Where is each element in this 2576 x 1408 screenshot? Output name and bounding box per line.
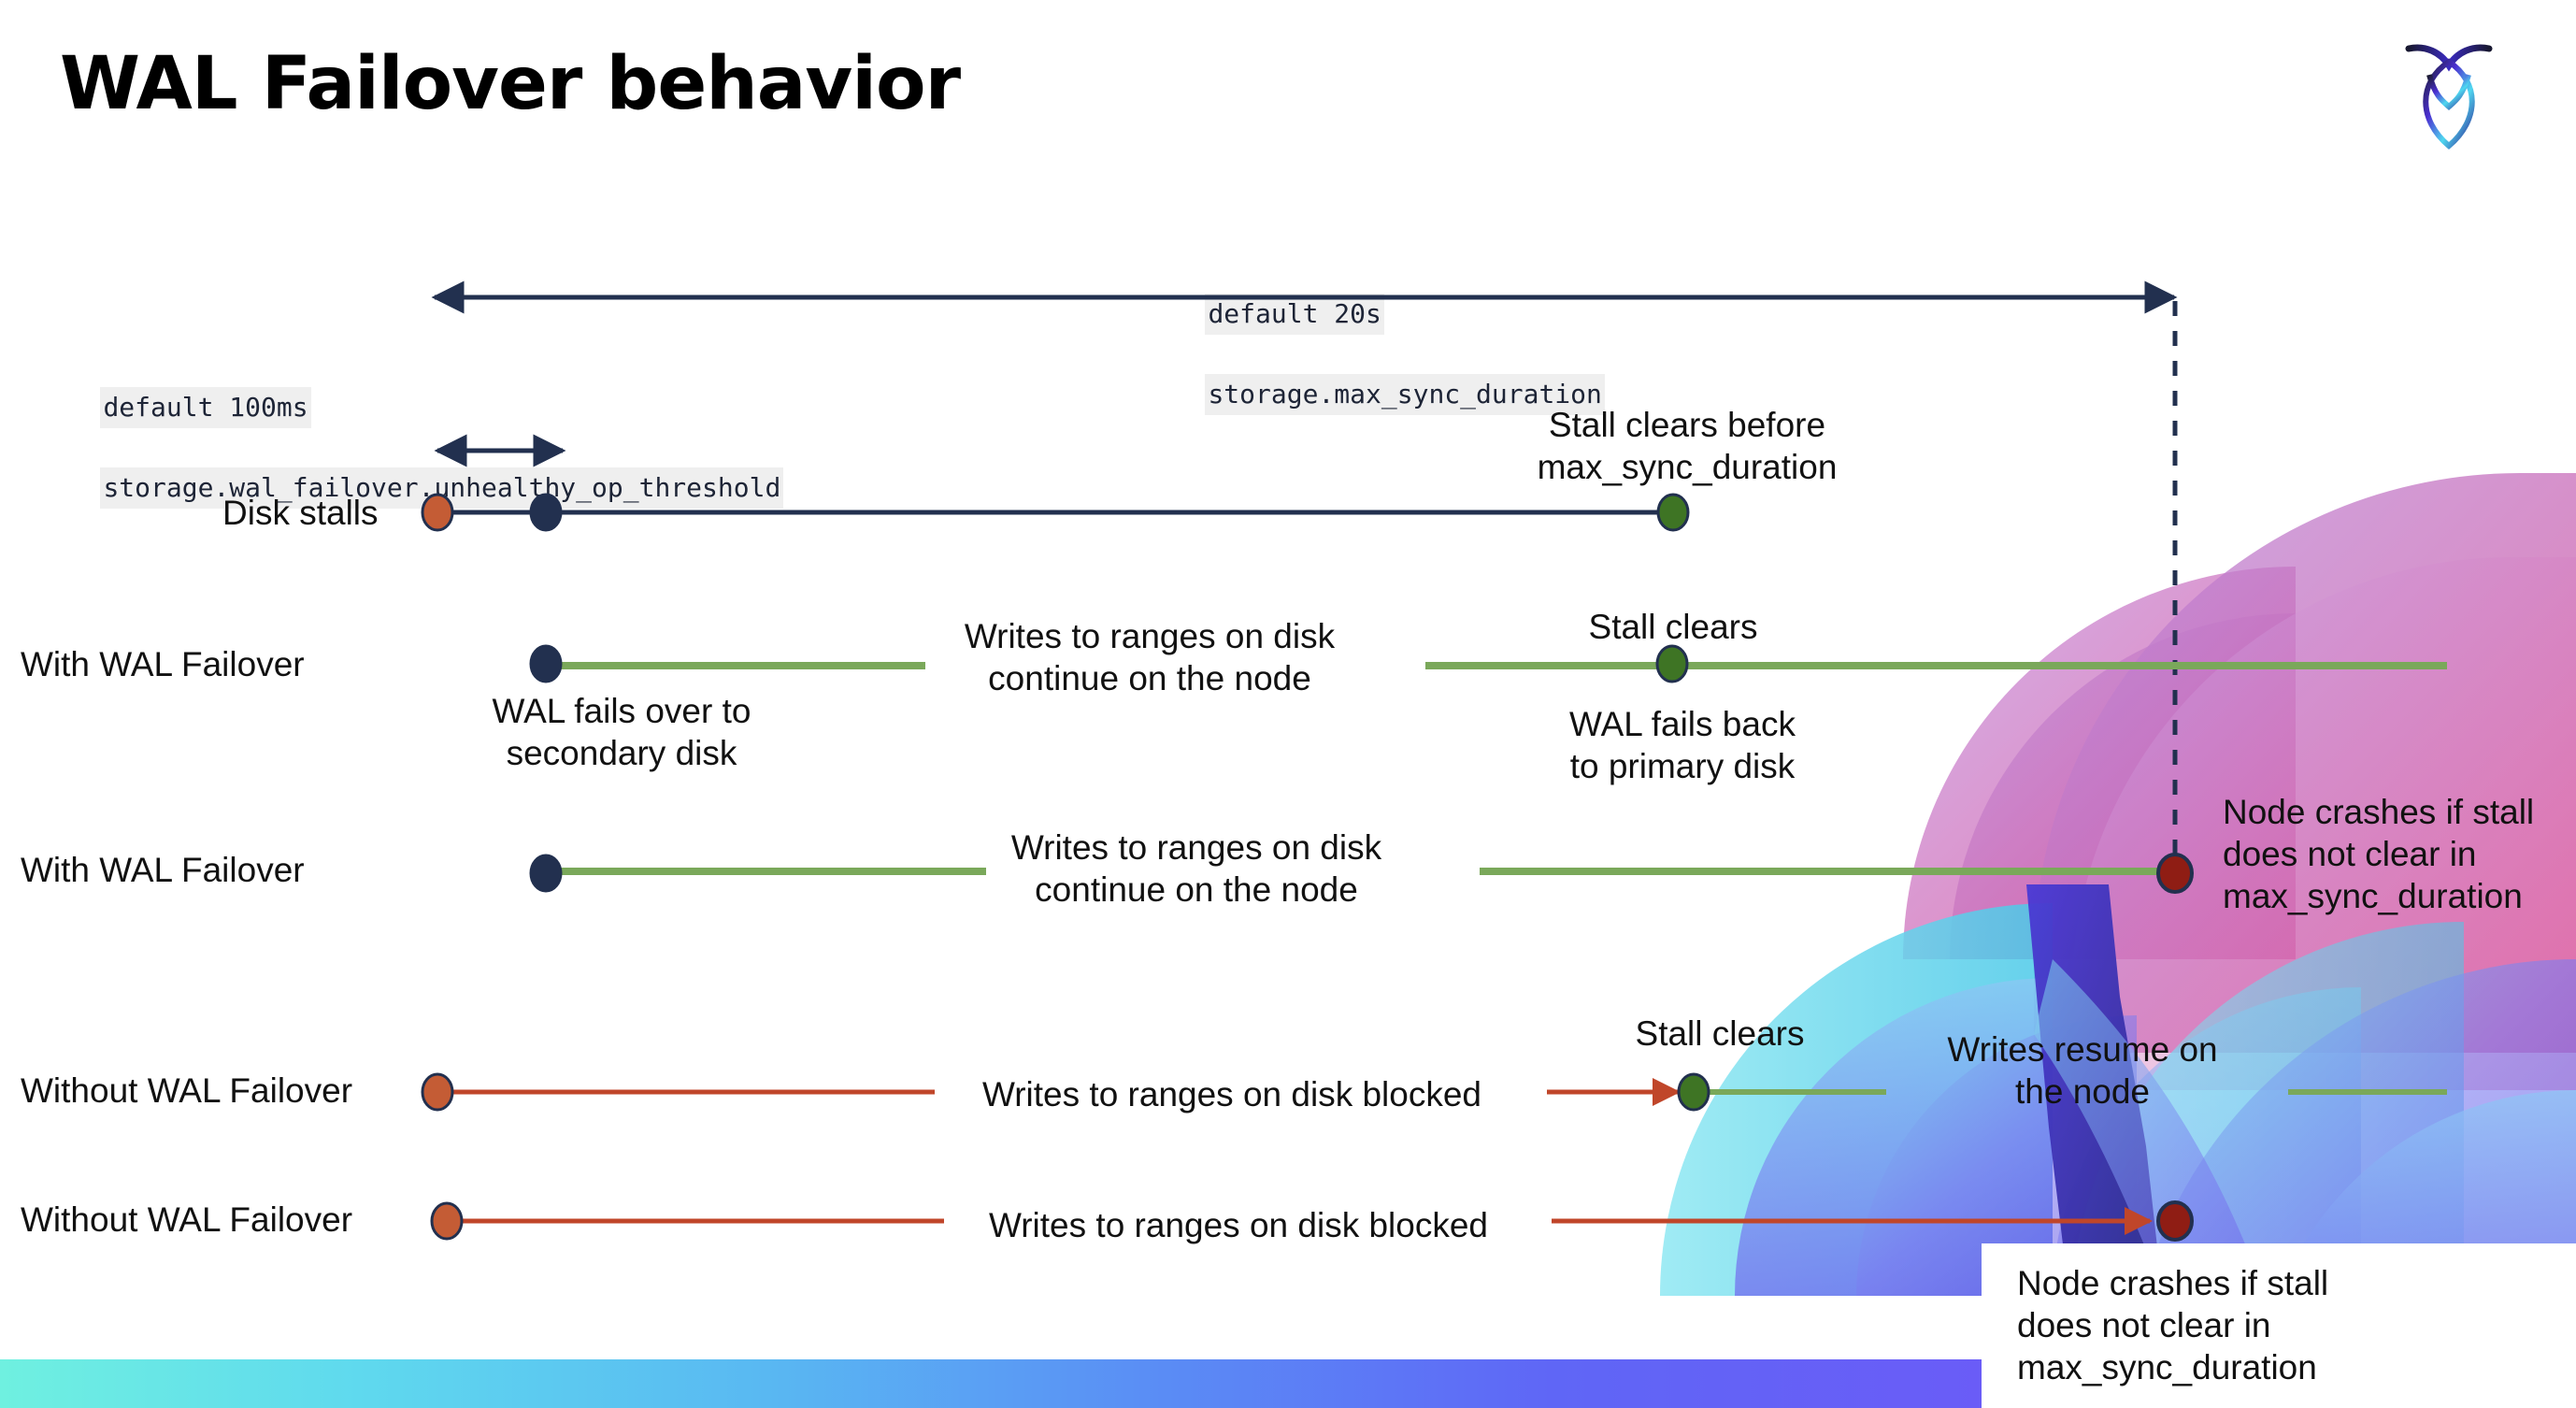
row-label-with-wal-failover-2: With WAL Failover (21, 851, 305, 889)
annotation-stall-clears-before-max-sync: Stall clears before max_sync_duration (1537, 406, 1838, 487)
cockroachdb-logo-icon (2405, 44, 2493, 150)
max-sync-default-value: default 20s (1205, 294, 1384, 335)
max-sync-duration-setting-label: default 20s storage.max_sync_duration (1142, 254, 1605, 454)
row-label-with-wal-failover-1: With WAL Failover (21, 645, 305, 683)
annotation-writes-continue-row2: Writes to ranges on disk continue on the… (964, 617, 1336, 698)
node-crash-callout-box (1982, 1243, 2576, 1408)
annotation-wal-fails-back-primary: WAL fails back to primary disk (1569, 705, 1796, 786)
row-label-without-wal-failover-2: Without WAL Failover (21, 1200, 353, 1239)
annotation-writes-blocked-row4: Writes to ranges on disk blocked (981, 1075, 1482, 1113)
annotation-wal-fails-over-secondary: WAL fails over to secondary disk (492, 692, 751, 773)
bottom-gradient-bar (0, 1359, 1991, 1408)
annotation-writes-continue-row3: Writes to ranges on disk continue on the… (1010, 828, 1382, 910)
row-label-without-wal-failover-1: Without WAL Failover (21, 1071, 353, 1110)
row-label-disk-stalls: Disk stalls (222, 494, 379, 532)
annotation-stall-clears-row4: Stall clears (1635, 1014, 1805, 1053)
unhealthy-op-setting-name: storage.wal_failover.unhealthy_op_thresh… (100, 467, 784, 509)
unhealthy-op-threshold-setting-label: default 100ms storage.wal_failover.unhea… (37, 348, 784, 548)
unhealthy-op-default-value: default 100ms (100, 387, 311, 428)
annotation-writes-blocked-row5: Writes to ranges on disk blocked (988, 1206, 1489, 1244)
annotation-writes-resume-row4: Writes resume on the node (1947, 1030, 2218, 1112)
max-sync-setting-name: storage.max_sync_duration (1205, 374, 1605, 415)
annotation-node-crashes-row5: Node crashes if stall does not clear in … (2017, 1264, 2329, 1387)
annotation-node-crashes-row3: Node crashes if stall does not clear in … (2223, 793, 2535, 916)
annotation-stall-clears-row2: Stall clears (1588, 608, 1758, 646)
page-title: WAL Failover behavior (60, 42, 961, 126)
